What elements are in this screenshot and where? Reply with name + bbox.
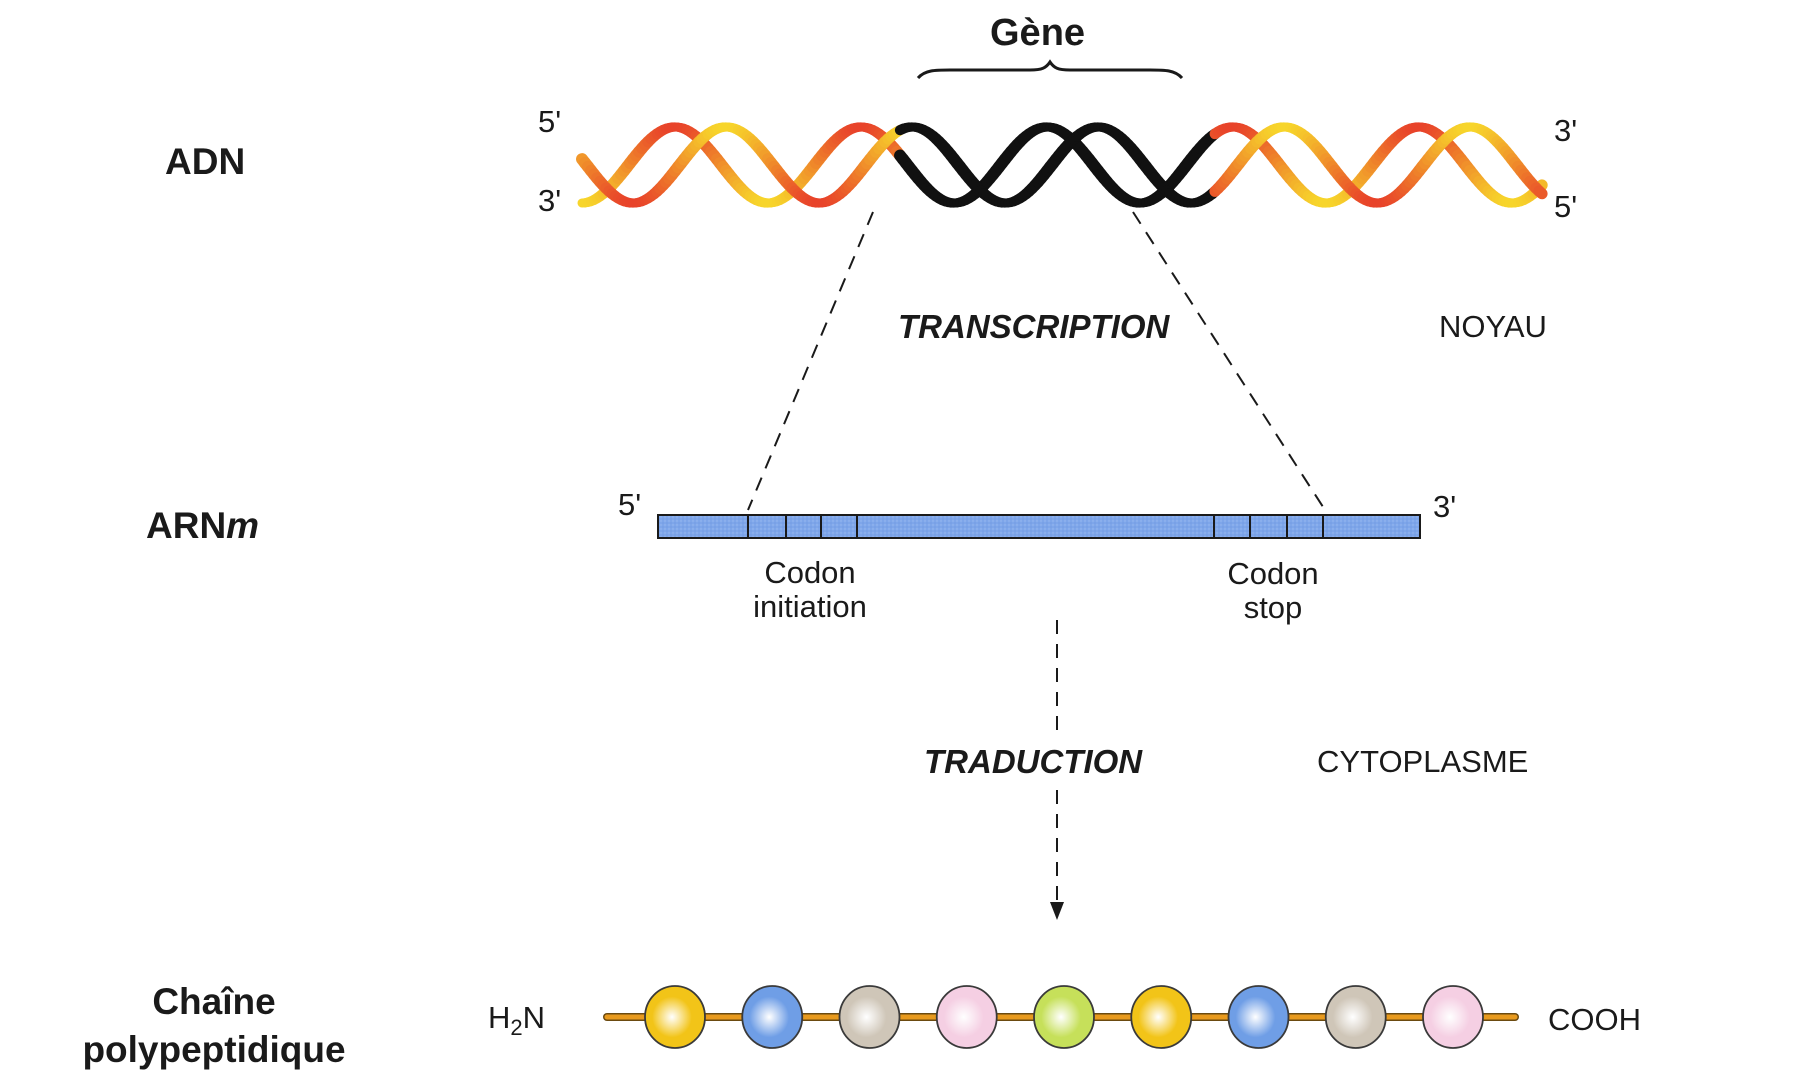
mrna-bar [657,514,1421,539]
dna-double-helix [576,122,1548,208]
dna-bottom-right-end: 5' [1554,189,1578,224]
dna-top-right-end: 3' [1554,113,1578,148]
nucleus-label: NOYAU [1439,309,1547,344]
amino-acid-bead [1033,985,1095,1049]
amino-acid-bead [741,985,804,1049]
mrna-5prime-end: 5' [618,487,642,522]
n-terminus-h: H [488,1000,511,1035]
start-codon-label-line2: initiation [753,589,867,625]
mrna-label-prefix: ARN [146,505,227,546]
stop-codon-label-line2: stop [1243,590,1303,626]
amino-acid-bead [1130,985,1193,1049]
polypeptide-label-line1: Chaîne [152,981,276,1022]
amino-acid-bead [1324,985,1387,1049]
translation-arrowhead-icon [1050,902,1064,920]
translation-label: TRADUCTION [924,743,1143,780]
transcription-guide-left [747,211,874,511]
dna-bottom-left-end: 3' [538,183,562,218]
amino-acid-bead [935,985,998,1049]
mrna-strand [657,514,1421,539]
stop-codon-label: Codon stop [1203,556,1343,626]
row-label-dna: ADN [165,141,246,182]
dna-top-left-end: 5' [538,104,562,139]
amino-acid-bead [1422,985,1484,1049]
amino-acid-bead [838,985,901,1049]
row-label-mrna: ARNm [146,507,259,544]
n-terminus-n: N [522,1000,546,1035]
cytoplasm-label: CYTOPLASME [1317,744,1529,779]
transcription-label: TRANSCRIPTION [898,308,1170,345]
n-terminus-subscript: 2 [510,1015,523,1041]
start-codon-label: Codon initiation [740,555,880,625]
helix-segment [1533,185,1548,200]
c-terminus-label: COOH [1548,1002,1641,1037]
dna-strand-coding [577,122,1548,208]
mrna-3prime-end: 3' [1433,489,1457,524]
polypeptide-chain [603,985,1519,1049]
amino-acid-bead [1227,985,1290,1049]
gene-brace [916,59,1184,80]
stop-codon-label-line1: Codon [1227,556,1319,591]
gene-label: Gène [990,12,1086,54]
row-label-polypeptide: Chaîne polypeptidique [55,978,373,1074]
amino-acid-bead [644,985,706,1049]
polypeptide-label-line2: polypeptidique [82,1029,346,1071]
transcription-guide-right [1132,211,1326,511]
dna-strand-template [576,122,1548,208]
n-terminus-label: H2N [488,1002,545,1039]
mrna-label-suffix: m [226,505,260,546]
start-codon-label-line1: Codon [764,555,856,590]
